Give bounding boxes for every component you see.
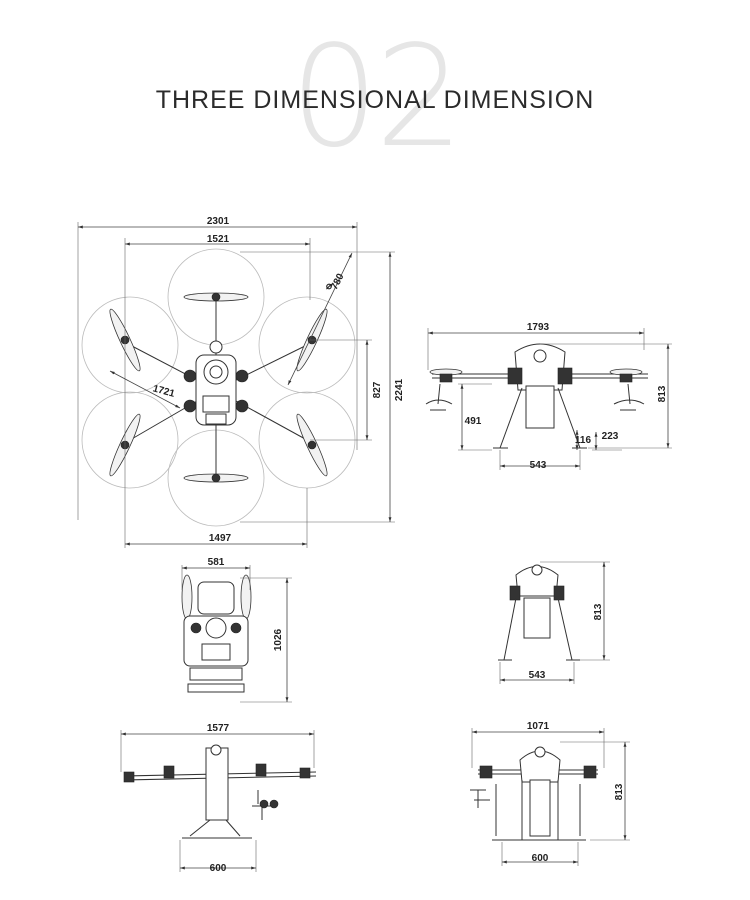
- gear-offset-label: 223: [602, 431, 619, 442]
- folded-top-view-drawing: [181, 574, 252, 693]
- bottom-width-label: 1497: [209, 533, 232, 544]
- front-base-width-label: 543: [530, 460, 547, 471]
- overall-width-label: 2301: [207, 216, 230, 227]
- arm-span-label: 1521: [207, 234, 230, 245]
- folded-length-label: 1026: [273, 628, 284, 651]
- diameter-symbol: ⌀: [326, 281, 332, 292]
- page-title: THREE DIMENSIONAL DIMENSION: [155, 86, 595, 114]
- leg-height-label: 491: [465, 416, 482, 427]
- side-view-right-drawing: [470, 746, 598, 841]
- top-view-drawing: [81, 248, 356, 527]
- folded-side-base-label: 543: [529, 670, 546, 681]
- folded-side-height-label: 813: [593, 603, 604, 620]
- side-view-left-dimensions: [120, 730, 315, 872]
- front-width-label: 1793: [527, 322, 550, 333]
- front-view-drawing: [425, 343, 648, 449]
- folded-top-view-dimensions: [181, 565, 292, 703]
- side-left-base-label: 600: [210, 863, 227, 874]
- side-right-height-label: 813: [614, 783, 625, 800]
- folded-width-label: 581: [208, 557, 225, 568]
- side-right-base-label: 600: [532, 853, 549, 864]
- section-number-watermark: 02: [289, 16, 464, 179]
- side-view-right-dimensions: [471, 728, 630, 866]
- diagonal-label: 1721: [151, 383, 176, 399]
- gear-height-label: 116: [575, 435, 592, 446]
- front-view-dimensions: [427, 328, 672, 470]
- half-height-label: 827: [372, 381, 383, 398]
- overall-height-label: 2241: [394, 378, 405, 401]
- side-right-width-label: 1071: [527, 721, 550, 732]
- folded-side-view-drawing: [498, 564, 580, 661]
- front-height-label: 813: [657, 385, 668, 402]
- side-view-left-drawing: [123, 744, 317, 839]
- folded-side-view-dimensions: [499, 561, 610, 684]
- top-view-dimensions: [77, 222, 395, 548]
- side-left-width-label: 1577: [207, 723, 230, 734]
